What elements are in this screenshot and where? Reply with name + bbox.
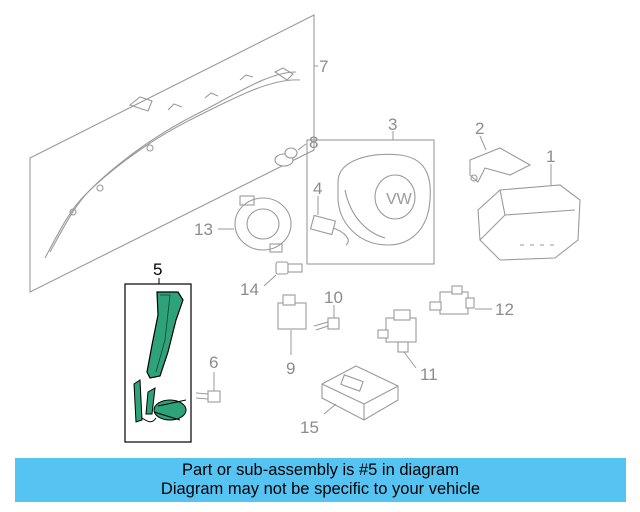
leader-15: [323, 403, 337, 415]
part-11-sensor[interactable]: [377, 309, 417, 353]
banner-line-2: Diagram may not be specific to your vehi…: [160, 480, 481, 498]
part-15-control-module[interactable]: [321, 365, 399, 421]
callout-12: 12: [495, 300, 514, 319]
callout-10: 10: [324, 288, 343, 307]
part-5-side-airbag[interactable]: [124, 283, 192, 443]
leader-2: [479, 135, 487, 151]
leader-11: [403, 351, 417, 369]
callout-11: 11: [420, 365, 438, 384]
leader-14: [263, 274, 277, 287]
part-5-airbag-body: [146, 291, 184, 379]
callout-15: 15: [300, 418, 319, 437]
callout-1: 1: [546, 147, 555, 166]
leader-8: [297, 143, 307, 151]
part-8-grommet[interactable]: [274, 147, 298, 167]
callout-6: 6: [209, 353, 218, 372]
callout-8: 8: [309, 133, 318, 152]
part-9-sensor[interactable]: [277, 294, 307, 330]
parts-diagram: 7 8 VW 3 4 13 14 2: [29, 14, 581, 443]
callout-5: 5: [153, 260, 162, 279]
part-12-sensor[interactable]: [429, 285, 475, 315]
banner-line-1: Part or sub-assembly is #5 in diagram: [182, 461, 459, 479]
part-7-curtain-airbag[interactable]: [29, 14, 315, 293]
info-banner: Part or sub-assembly is #5 in diagram Di…: [15, 458, 626, 502]
part-2-bracket[interactable]: [469, 147, 532, 183]
callout-7: 7: [319, 57, 328, 76]
callout-14: 14: [240, 280, 259, 299]
callout-9: 9: [286, 359, 295, 378]
part-14-bolt[interactable]: [275, 261, 303, 275]
svg-text:VW: VW: [386, 191, 413, 208]
callout-3: 3: [388, 115, 397, 134]
part-5-frame: [124, 283, 192, 443]
callout-13: 13: [194, 220, 213, 239]
part-10-screw[interactable]: [313, 317, 340, 331]
part-3-driver-airbag[interactable]: VW: [306, 139, 435, 265]
callout-4: 4: [313, 179, 322, 198]
part-6-bolt[interactable]: [195, 390, 221, 403]
part-13-clock-spring[interactable]: [234, 195, 292, 253]
part-1-passenger-airbag[interactable]: [477, 184, 581, 261]
callout-2: 2: [475, 119, 484, 138]
part-4-connector[interactable]: [309, 214, 349, 246]
